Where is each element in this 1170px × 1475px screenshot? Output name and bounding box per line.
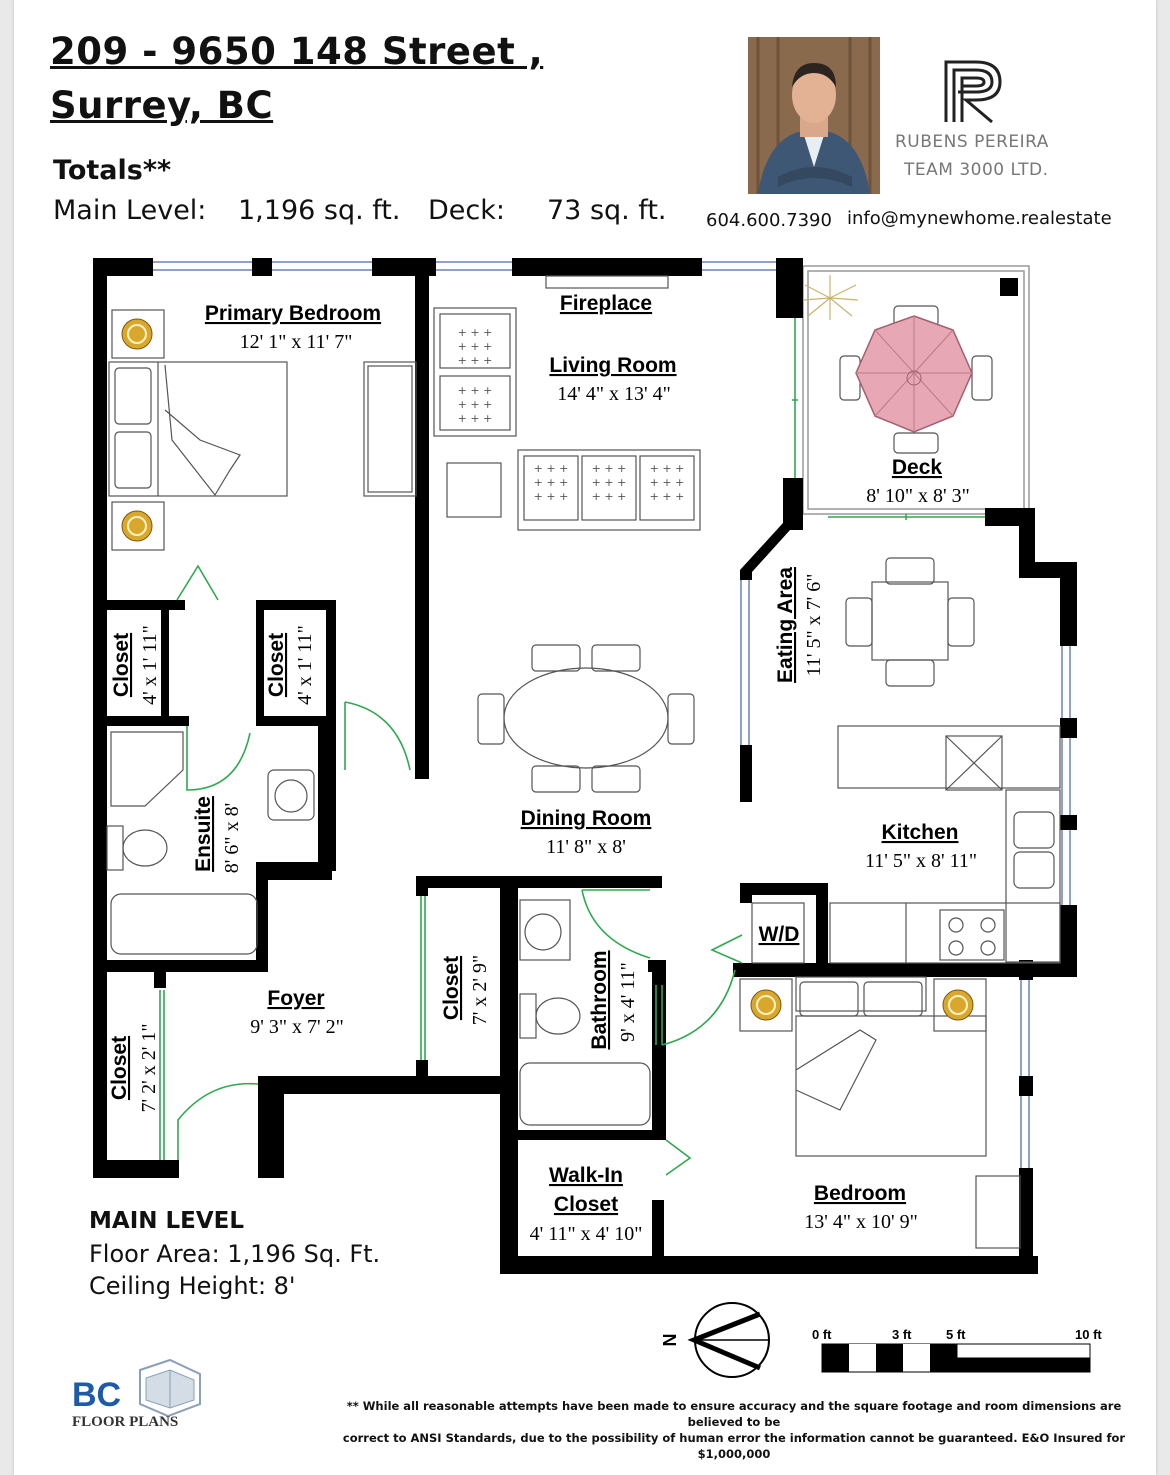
closet-left-label: Closet [110, 633, 133, 697]
fireplace-label: Fireplace [560, 292, 652, 315]
floor-area: Floor Area: 1,196 Sq. Ft. [89, 1240, 381, 1268]
bedroom-label: Bedroom [814, 1182, 906, 1205]
svg-text:+ + +: + + + [458, 340, 493, 353]
svg-text:+ + +: + + + [534, 462, 569, 475]
closet-left-dims: 4' x 1' 11" [139, 625, 161, 705]
house-model-icon [139, 1358, 201, 1418]
primary-bed [108, 361, 288, 497]
svg-text:+ + +: + + + [592, 490, 627, 503]
svg-text:+ + +: + + + [592, 476, 627, 489]
agent-phone[interactable]: 604.600.7390 [706, 210, 832, 231]
scale-bar: 0 ft 3 ft 5 ft 10 ft [812, 1327, 1102, 1373]
foyer-dims: 9' 3" x 7' 2" [250, 1016, 344, 1038]
bathroom-dims: 9' x 4' 11" [617, 962, 639, 1042]
room-labels: Fireplace Primary Bedroom 12' 1" x 11' 7… [108, 292, 977, 1245]
svg-text:+ + +: + + + [458, 412, 493, 425]
floor-plan-sheet: 209 - 9650 148 Street , Surrey, BC Total… [14, 0, 1156, 1475]
main-level-label: Main Level: [53, 195, 207, 226]
agent-company: TEAM 3000 LTD. [904, 160, 1049, 180]
eating-area-dims: 11' 5" x 7' 6" [803, 574, 825, 677]
walls [93, 258, 1077, 1274]
kitchen-dims: 11' 5" x 8' 11" [865, 850, 977, 872]
svg-text:+ + +: + + + [592, 462, 627, 475]
living-room-label: Living Room [549, 354, 676, 377]
lamp-icons [121, 318, 974, 1021]
totals-label: Totals** [53, 155, 172, 186]
wd-label: W/D [759, 923, 800, 946]
svg-text:+ + +: + + + [458, 326, 493, 339]
agent-email[interactable]: info@mynewhome.realestate [847, 208, 1112, 229]
svg-text:+ + +: + + + [534, 490, 569, 503]
deck-label: Deck [892, 456, 943, 479]
floor-plan-drawing: + + ++ + ++ + + + + ++ + ++ + + + + ++ +… [72, 258, 1102, 1430]
dining-room-dims: 11' 8" x 8' [546, 836, 626, 858]
r-monogram-icon [944, 60, 1002, 124]
floor-plan: + + ++ + ++ + + + + ++ + ++ + + + + ++ +… [72, 258, 1102, 1430]
level-title: MAIN LEVEL [89, 1208, 245, 1234]
furniture [106, 275, 1061, 1249]
svg-text:+ + +: + + + [650, 490, 685, 503]
hall-closet-dims: 7' x 2' 9" [469, 955, 491, 1025]
svg-text:+ + +: + + + [458, 398, 493, 411]
walkin-closet-dims: 4' 11" x 4' 10" [530, 1223, 643, 1245]
closet-right-label: Closet [265, 633, 288, 697]
bedroom-dims: 13' 4" x 10' 9" [804, 1211, 918, 1233]
primary-bedroom-dims: 12' 1" x 11' 7" [240, 331, 353, 353]
address-line-2: Surrey, BC [50, 84, 274, 127]
deck-value: 73 sq. ft. [547, 195, 667, 226]
walkin-closet-label-1: Walk-In [549, 1164, 623, 1187]
address-line-1: 209 - 9650 148 Street , [50, 30, 544, 73]
walkin-closet-label-2: Closet [554, 1193, 618, 1216]
eating-area-label: Eating Area [774, 567, 797, 683]
brand-name: FLOOR PLANS [72, 1414, 178, 1430]
disclaimer: ** While all reasonable attempts have be… [334, 1398, 1134, 1462]
doors [159, 318, 985, 1176]
ensuite-label: Ensuite [192, 796, 215, 872]
agent-name: RUBENS PEREIRA [895, 132, 1049, 152]
bathroom-label: Bathroom [588, 950, 611, 1049]
foyer-label: Foyer [267, 987, 324, 1010]
north-label: N [660, 1334, 680, 1347]
deck-table [855, 315, 973, 433]
north-arrow-icon: N [660, 1302, 770, 1378]
svg-text:+ + +: + + + [650, 462, 685, 475]
deck-railing [802, 265, 1030, 515]
svg-text:+ + +: + + + [458, 354, 493, 367]
agent-photo [748, 37, 880, 194]
ensuite-dims: 8' 6" x 8' [221, 803, 243, 873]
living-room-dims: 14' 4" x 13' 4" [557, 383, 671, 405]
svg-text:+ + +: + + + [534, 476, 569, 489]
disclaimer-line-2: correct to ANSI Standards, due to the po… [342, 1431, 1126, 1461]
closet-right-dims: 4' x 1' 11" [294, 625, 316, 705]
main-level-value: 1,196 sq. ft. [238, 195, 401, 226]
disclaimer-line-1: ** While all reasonable attempts have be… [346, 1399, 1122, 1429]
deck-label: Deck: [428, 195, 505, 226]
kitchen-label: Kitchen [881, 821, 958, 844]
svg-text:+ + +: + + + [458, 384, 493, 397]
sofa-tufts: + + ++ + ++ + + + + ++ + ++ + + + + ++ +… [458, 326, 685, 503]
primary-bedroom-label: Primary Bedroom [205, 302, 381, 325]
windows [152, 261, 1071, 1170]
scale-label-0: 0 ft [812, 1327, 832, 1342]
dining-room-label: Dining Room [521, 807, 652, 830]
foyer-closet-label: Closet [108, 1036, 131, 1100]
scale-label-5: 5 ft [946, 1327, 966, 1342]
brand-mark: BC [72, 1376, 121, 1414]
deck-dims: 8' 10" x 8' 3" [866, 485, 970, 507]
scale-label-3: 3 ft [892, 1327, 912, 1342]
foyer-closet-dims: 7' 2' x 2' 1" [138, 1024, 160, 1113]
scale-label-10: 10 ft [1075, 1327, 1102, 1342]
svg-text:+ + +: + + + [650, 476, 685, 489]
ceiling-height: Ceiling Height: 8' [89, 1272, 296, 1300]
hall-closet-label: Closet [440, 956, 463, 1020]
deck-plant [802, 275, 859, 320]
